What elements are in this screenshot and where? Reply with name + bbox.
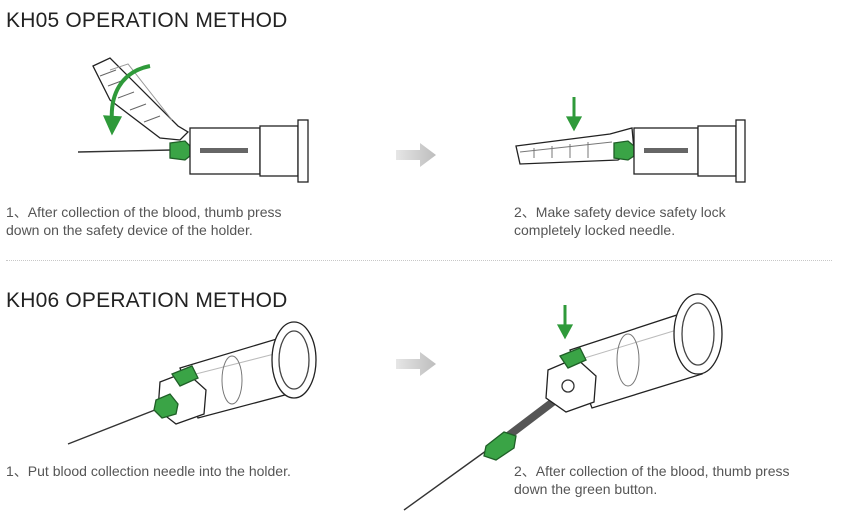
section-divider [6, 260, 832, 261]
kh05-step2-text: 2、Make safety device safety lock complet… [514, 204, 726, 238]
kh05-step2-caption: 2、Make safety device safety lock complet… [514, 203, 726, 239]
kh06-step2-caption: 2、After collection of the blood, thumb p… [514, 462, 789, 498]
press-down-arrow-icon [565, 97, 583, 132]
press-down-arrow-icon [556, 305, 574, 340]
kh06-step2-holder [569, 293, 723, 409]
curved-rotate-arrow-icon [102, 64, 151, 136]
kh06-step2-green-button [559, 347, 587, 369]
kh06-holder-tube [179, 321, 317, 419]
kh06-step2-illustration [403, 293, 723, 511]
kh06-heading: KH06 OPERATION METHOD [6, 289, 288, 312]
step-arrow-icon [396, 143, 436, 167]
kh05-step1-text: 1、After collection of the blood, thumb p… [6, 204, 282, 238]
kh05-step2-illustration [515, 97, 746, 183]
kh05-needle-hub [169, 140, 191, 161]
kh05-step1-illustration [77, 57, 309, 183]
kh06-step2-hub [483, 431, 517, 461]
kh06-step1-caption: 1、Put blood collection needle into the h… [6, 462, 291, 480]
kh06-step1-illustration [67, 321, 317, 445]
kh06-needle-hub [153, 393, 179, 419]
kh05-heading: KH05 OPERATION METHOD [6, 9, 288, 32]
kh05-safety-device-open [92, 57, 190, 141]
kh05-locked-hub [613, 140, 635, 161]
kh06-green-button [171, 365, 199, 387]
kh05-step1-caption: 1、After collection of the blood, thumb p… [6, 203, 281, 239]
kh05-holder-barrel [189, 119, 309, 183]
kh06-step2-text: 2、After collection of the blood, thumb p… [514, 463, 790, 497]
step-arrow-icon [396, 352, 436, 376]
kh06-step1-text: 1、Put blood collection needle into the h… [6, 463, 291, 479]
kh05-step2-holder [633, 119, 746, 183]
